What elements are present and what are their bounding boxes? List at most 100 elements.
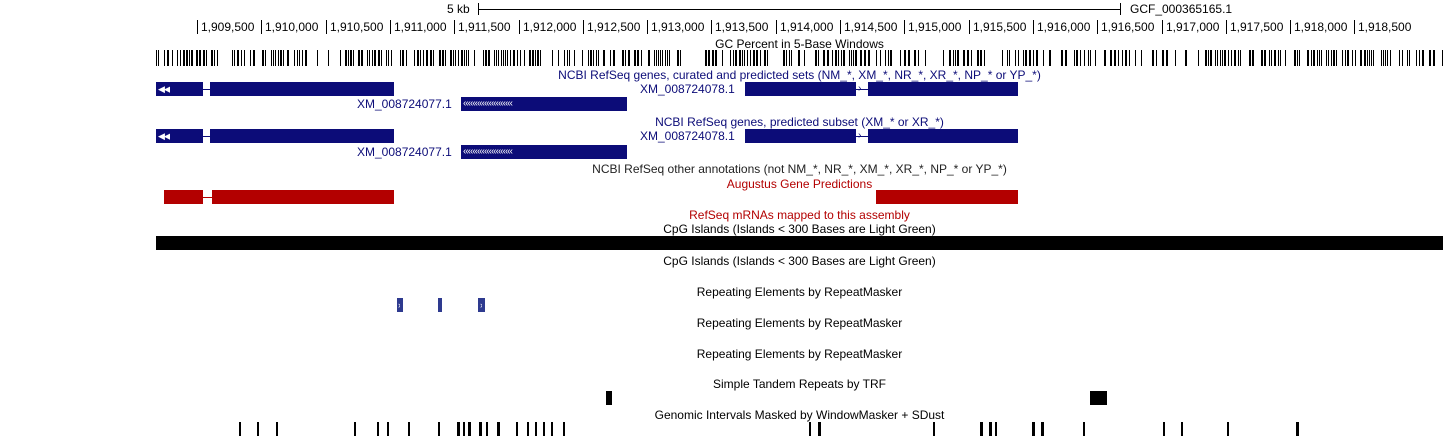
- tandem-repeat-1[interactable]: [606, 391, 612, 405]
- masked-interval[interactable]: [543, 422, 545, 436]
- gene-b-label[interactable]: XM_008724077.1: [357, 97, 452, 111]
- gc-stripe: [505, 50, 506, 66]
- gc-stripe: [280, 50, 282, 66]
- masked-interval[interactable]: [463, 422, 465, 436]
- gc-percent-wiggle[interactable]: [156, 50, 1443, 66]
- gene-b-exon-1[interactable]: [156, 82, 203, 96]
- gc-stripe: [1383, 50, 1384, 66]
- gc-stripe: [1429, 50, 1431, 66]
- gc-stripe: [1141, 50, 1142, 66]
- masked-interval[interactable]: [516, 422, 518, 436]
- track-title-trf[interactable]: Simple Tandem Repeats by TRF: [713, 377, 886, 391]
- masked-interval[interactable]: [387, 422, 389, 436]
- repeat-element-2[interactable]: [438, 298, 442, 312]
- masked-interval[interactable]: [1181, 422, 1183, 436]
- masked-interval[interactable]: [479, 422, 482, 436]
- ruler-tick: [776, 20, 777, 34]
- masked-interval[interactable]: [497, 422, 500, 436]
- masked-interval[interactable]: [438, 422, 440, 436]
- track-title-refseq-other[interactable]: NCBI RefSeq other annotations (not NM_*,…: [592, 162, 1007, 176]
- masked-interval[interactable]: [377, 422, 379, 436]
- masked-interval[interactable]: [486, 422, 488, 436]
- track-title-gc-percent[interactable]: GC Percent in 5-Base Windows: [715, 37, 884, 51]
- gc-stripe: [815, 50, 817, 66]
- masked-interval[interactable]: [457, 422, 460, 436]
- masked-interval[interactable]: [276, 422, 278, 436]
- pred-gene-b-exon-2[interactable]: [210, 129, 394, 143]
- masked-interval[interactable]: [468, 422, 471, 436]
- tandem-repeat-2[interactable]: [1090, 391, 1107, 405]
- gc-stripe: [1205, 50, 1207, 66]
- pred-gene-b-utr-block[interactable]: [461, 145, 627, 159]
- gene-a-exon-2[interactable]: [868, 82, 1018, 96]
- gc-stripe: [851, 50, 852, 66]
- cpg-island-bar[interactable]: [156, 236, 1443, 250]
- gc-stripe: [513, 50, 515, 66]
- masked-interval[interactable]: [1041, 422, 1044, 436]
- track-title-refseq-predicted[interactable]: NCBI RefSeq genes, predicted subset (XM_…: [655, 115, 944, 129]
- repeat-element-3[interactable]: [478, 298, 485, 312]
- gene-a-label[interactable]: XM_008724078.1: [640, 82, 735, 96]
- gc-stripe: [715, 50, 717, 66]
- gc-stripe: [391, 50, 392, 66]
- ruler-tick-label: 1,916,500: [1101, 20, 1155, 34]
- masked-interval[interactable]: [535, 422, 537, 436]
- gc-stripe: [598, 50, 599, 66]
- masked-interval[interactable]: [257, 422, 259, 436]
- gc-stripe: [414, 50, 415, 66]
- masked-interval[interactable]: [354, 422, 356, 436]
- masked-interval[interactable]: [563, 422, 565, 436]
- masked-interval[interactable]: [989, 422, 992, 436]
- augustus-exon-2[interactable]: [212, 190, 394, 204]
- track-title-refseq-mrnas[interactable]: RefSeq mRNAs mapped to this assembly: [689, 208, 910, 222]
- gc-stripe: [943, 50, 944, 66]
- gc-stripe: [302, 50, 303, 66]
- masked-interval[interactable]: [995, 422, 997, 436]
- augustus-exon-1[interactable]: [164, 190, 203, 204]
- gc-stripe: [1407, 50, 1408, 66]
- masked-interval[interactable]: [1163, 422, 1165, 436]
- masked-interval[interactable]: [239, 422, 241, 436]
- gc-stripe: [172, 50, 173, 66]
- gc-stripe: [868, 50, 870, 66]
- windowmasker-intervals[interactable]: [0, 422, 1443, 436]
- track-title-augustus[interactable]: Augustus Gene Predictions: [726, 177, 873, 191]
- gc-stripe: [1049, 50, 1051, 66]
- gene-b-utr-block[interactable]: [461, 97, 627, 111]
- repeat-element-1[interactable]: [397, 298, 403, 312]
- gc-stripe: [1135, 50, 1136, 66]
- gene-b-exon-2[interactable]: [210, 82, 394, 96]
- gc-stripe: [374, 50, 376, 66]
- masked-interval[interactable]: [1032, 422, 1035, 436]
- masked-interval[interactable]: [1227, 422, 1229, 436]
- masked-interval[interactable]: [1083, 422, 1085, 436]
- gc-stripe: [1381, 50, 1382, 66]
- gc-stripe: [361, 50, 363, 66]
- ruler-tick-label: 1,913,000: [651, 20, 705, 34]
- track-title-rmsk-2[interactable]: Repeating Elements by RepeatMasker: [696, 316, 903, 330]
- pred-gene-b-exon-1[interactable]: [156, 129, 203, 143]
- masked-interval[interactable]: [818, 422, 821, 436]
- masked-interval[interactable]: [980, 422, 983, 436]
- masked-interval[interactable]: [1296, 422, 1299, 436]
- masked-interval[interactable]: [551, 422, 553, 436]
- masked-interval[interactable]: [527, 422, 529, 436]
- pred-gene-a-label[interactable]: XM_008724078.1: [640, 129, 735, 143]
- masked-interval[interactable]: [408, 422, 410, 436]
- gc-stripe: [1311, 50, 1312, 66]
- pred-gene-a-exon-1[interactable]: [745, 129, 856, 143]
- pred-gene-a-exon-2[interactable]: [868, 129, 1018, 143]
- gc-stripe: [458, 50, 459, 66]
- track-title-cpg-1[interactable]: CpG Islands (Islands < 300 Bases are Lig…: [663, 222, 936, 236]
- masked-interval[interactable]: [933, 422, 935, 436]
- track-title-rmsk-3[interactable]: Repeating Elements by RepeatMasker: [696, 347, 903, 361]
- masked-interval[interactable]: [809, 422, 811, 436]
- track-title-windowmasker[interactable]: Genomic Intervals Masked by WindowMasker…: [654, 408, 945, 422]
- gc-stripe: [510, 50, 511, 66]
- track-title-refseq-curated[interactable]: NCBI RefSeq genes, curated and predicted…: [558, 68, 1041, 82]
- track-title-cpg-2[interactable]: CpG Islands (Islands < 300 Bases are Lig…: [663, 254, 936, 268]
- pred-gene-b-label[interactable]: XM_008724077.1: [357, 145, 452, 159]
- track-title-rmsk-1[interactable]: Repeating Elements by RepeatMasker: [696, 285, 903, 299]
- augustus-exon-3[interactable]: [876, 190, 1018, 204]
- gene-a-exon-1[interactable]: [745, 82, 856, 96]
